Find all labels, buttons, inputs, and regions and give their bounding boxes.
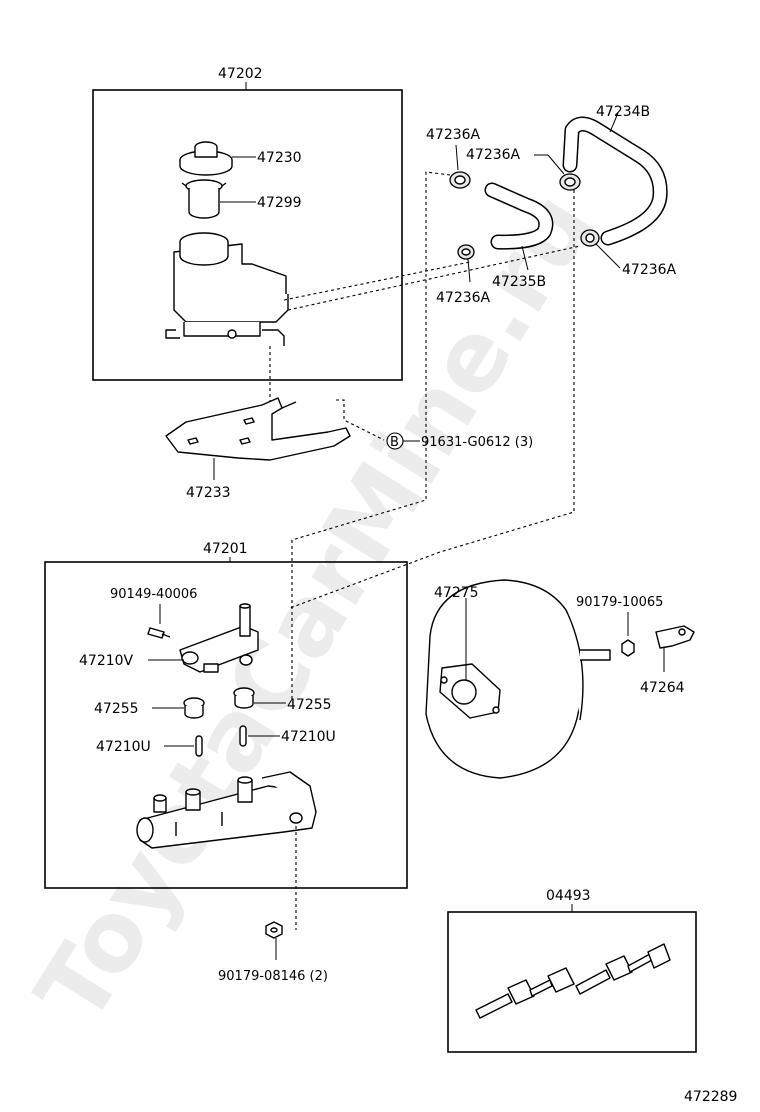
reservoir-bracket — [165, 397, 351, 461]
hose-clamp-c — [457, 244, 475, 260]
hose-47234B — [562, 116, 668, 246]
piston-assembly-left — [475, 967, 575, 1019]
master-cylinder-group-box — [44, 561, 408, 889]
label-pin-right: 47210U — [281, 729, 336, 745]
pin-right — [239, 725, 247, 747]
reservoir-group-box — [92, 89, 403, 381]
grommet-left — [183, 697, 205, 719]
nut-08146 — [265, 921, 283, 939]
hose-clamp-a — [449, 171, 471, 189]
label-grommet-right: 47255 — [287, 697, 332, 713]
hose-clamp-d — [580, 229, 600, 247]
label-nut-10065: 90179-10065 — [576, 595, 663, 610]
bolt-ref-letter: B — [390, 435, 399, 450]
label-clamp-2: 47236A — [466, 147, 521, 163]
label-bolt-ref: 91631-G0612 (3) — [421, 435, 533, 450]
label-clamp-4: 47236A — [622, 262, 677, 278]
label-strainer: 47299 — [257, 195, 302, 211]
pin-left — [195, 735, 203, 757]
reservoir-strainer — [181, 179, 227, 219]
reservoir-cap — [179, 141, 233, 176]
kit-group-box — [447, 911, 697, 1053]
label-clamp-1: 47236A — [426, 127, 481, 143]
brake-booster — [425, 579, 611, 779]
label-booster: 47275 — [434, 585, 479, 601]
diagram-id: 472289 — [684, 1089, 737, 1105]
label-grommet-left: 47255 — [94, 701, 139, 717]
group-label-kit: 04493 — [546, 888, 591, 904]
group-label-master-cylinder: 47201 — [203, 541, 248, 557]
screw-part — [147, 627, 171, 639]
label-hose-b: 47235B — [492, 274, 546, 290]
nut-10065 — [621, 639, 635, 657]
label-hose-top: 47234B — [596, 104, 650, 120]
group-label-reservoir: 47202 — [218, 66, 263, 82]
label-screw: 90149-40006 — [110, 587, 197, 602]
union-part — [179, 603, 259, 673]
piston-assembly-right — [575, 943, 671, 995]
hose-clamp-b — [559, 173, 581, 191]
hose-47235B — [484, 182, 554, 250]
grommet-right — [233, 687, 255, 709]
label-nut-08146: 90179-08146 (2) — [218, 969, 328, 984]
label-clamp-3: 47236A — [436, 290, 491, 306]
label-bracket: 47233 — [186, 485, 231, 501]
label-clevis: 47264 — [640, 680, 685, 696]
label-cap: 47230 — [257, 150, 302, 166]
label-union: 47210V — [79, 653, 134, 669]
label-pin-left: 47210U — [96, 739, 151, 755]
reservoir-tank — [165, 232, 289, 346]
master-cylinder-body — [136, 771, 317, 849]
clevis-part — [655, 625, 695, 649]
